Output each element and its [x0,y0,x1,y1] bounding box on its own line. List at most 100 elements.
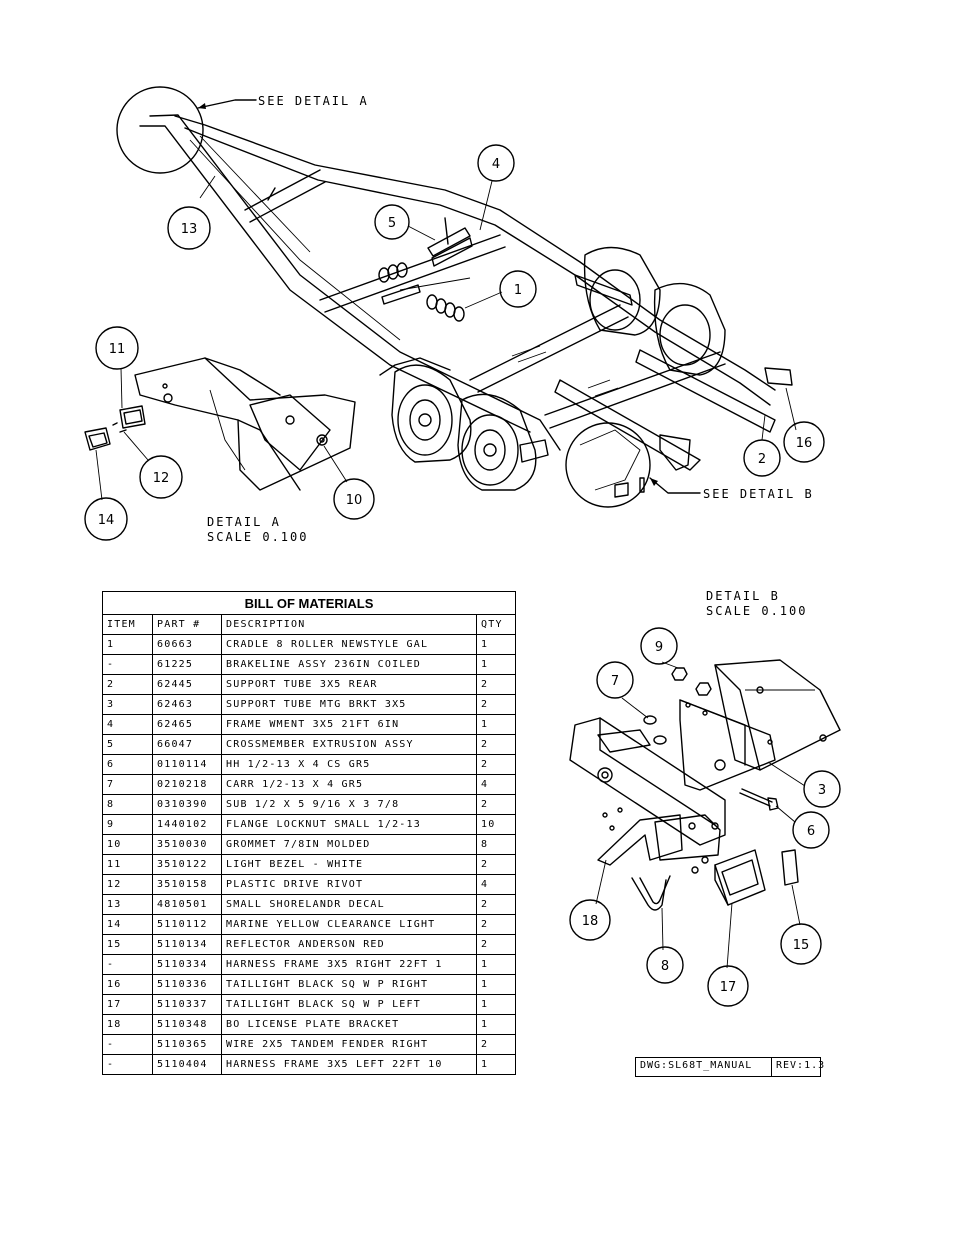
bom-description: BRAKELINE ASSY 236IN COILED [221,654,477,675]
grommet [316,434,328,446]
callout-3-text: 3 [818,783,826,798]
bom-qty: 2 [476,794,516,815]
crossmember-extrusion [427,227,471,257]
callout-10-text: 10 [346,493,363,508]
left-frame-rail [149,114,561,451]
bom-description: HARNESS FRAME 3X5 LEFT 22FT 10 [221,1054,477,1075]
bom-item: 14 [102,914,153,935]
bom-qty: 2 [476,854,516,875]
bom-item: 3 [102,694,153,715]
callout-12 [139,455,183,499]
bom-header-description: DESCRIPTION [221,614,477,635]
bom-qty: 1 [476,714,516,735]
callout-16 [783,421,825,463]
see-detail-b-label: SEE DETAIL B [703,487,814,501]
bom-item: - [102,1054,153,1075]
bom-description: LIGHT BEZEL - WHITE [221,854,477,875]
bom-part-number: 0210218 [152,774,222,795]
callout-1 [499,270,537,308]
callout-4-text: 4 [492,157,500,172]
detail-b-callouts: 9 7 3 6 18 8 17 15 [569,627,841,1007]
bom-description: REFLECTOR ANDERSON RED [221,934,477,955]
bom-part-number: 0310390 [152,794,222,815]
bom-header-item: ITEM [102,614,153,635]
bom-description: SUPPORT TUBE 3X5 REAR [221,674,477,695]
bom-part-number: 4810501 [152,894,222,915]
license-plate-bracket [597,814,683,866]
u-bolt [631,877,667,911]
bom-part-number: 5110348 [152,1014,222,1035]
bom-description: PLASTIC DRIVE RIVOT [221,874,477,895]
callout-1-text: 1 [514,283,522,298]
bom-description: MARINE YELLOW CLEARANCE LIGHT [221,914,477,935]
callout-8 [646,946,684,984]
bom-qty: 1 [476,1054,516,1075]
bom-part-number: 3510030 [152,834,222,855]
callout-15 [780,923,822,965]
bom-description: HH 1/2-13 X 4 CS GR5 [221,754,477,775]
callout-9 [640,627,678,665]
callout-4 [477,144,515,182]
detail-a-title: DETAIL A [207,515,281,529]
callout-11-text: 11 [109,342,126,357]
see-detail-a-label: SEE DETAIL A [258,94,369,108]
bom-part-number: 66047 [152,734,222,755]
crossmember-rear [544,351,721,416]
revision: REV:1.3 [776,1060,826,1071]
roller-cradle [378,262,471,322]
bom-description: SUPPORT TUBE MTG BRKT 3X5 [221,694,477,715]
bom-description: GROMMET 7/8IN MOLDED [221,834,477,855]
bom-part-number: 5110334 [152,954,222,975]
bom-qty: 2 [476,934,516,955]
bom-item: 15 [102,934,153,955]
bom-qty: 8 [476,834,516,855]
bom-qty: 4 [476,774,516,795]
bom-qty: 2 [476,734,516,755]
callout-8-text: 8 [661,959,669,974]
bom-item: - [102,1034,153,1055]
bom-item: 11 [102,854,153,875]
callout-10 [333,478,375,520]
bom-qty: 1 [476,634,516,655]
bom-item: 4 [102,714,153,735]
bill-of-materials-table: BILL OF MATERIALS ITEM PART # DESCRIPTIO… [102,591,516,1075]
detail-b-title: DETAIL B [706,589,780,603]
bom-part-number: 62465 [152,714,222,735]
bom-item: 12 [102,874,153,895]
callout-16-text: 16 [796,436,813,451]
right-frame-rail [174,115,776,391]
bom-title: BILL OF MATERIALS [102,591,516,615]
bom-part-number: 1440102 [152,814,222,835]
bom-header-qty: QTY [476,614,516,635]
bom-qty: 2 [476,914,516,935]
callout-3 [803,770,841,808]
callout-5-text: 5 [388,216,396,231]
bom-qty: 1 [476,994,516,1015]
callout-18 [569,899,611,941]
callout-2 [743,439,781,477]
front-left-tire [391,364,472,463]
callout-7 [596,661,634,699]
callout-6 [792,811,830,849]
callout-17 [707,965,749,1007]
flange-locknut [671,667,688,681]
bom-qty: 1 [476,954,516,975]
bom-qty: 2 [476,754,516,775]
bom-qty: 10 [476,814,516,835]
taillight-left [714,849,766,906]
bom-description: TAILLIGHT BLACK SQ W P LEFT [221,994,477,1015]
bom-item: 6 [102,754,153,775]
bom-part-number: 0110114 [152,754,222,775]
bom-description: WIRE 2X5 TANDEM FENDER RIGHT [221,1034,477,1055]
detail-a-callouts: 11 12 14 10 [84,326,375,541]
